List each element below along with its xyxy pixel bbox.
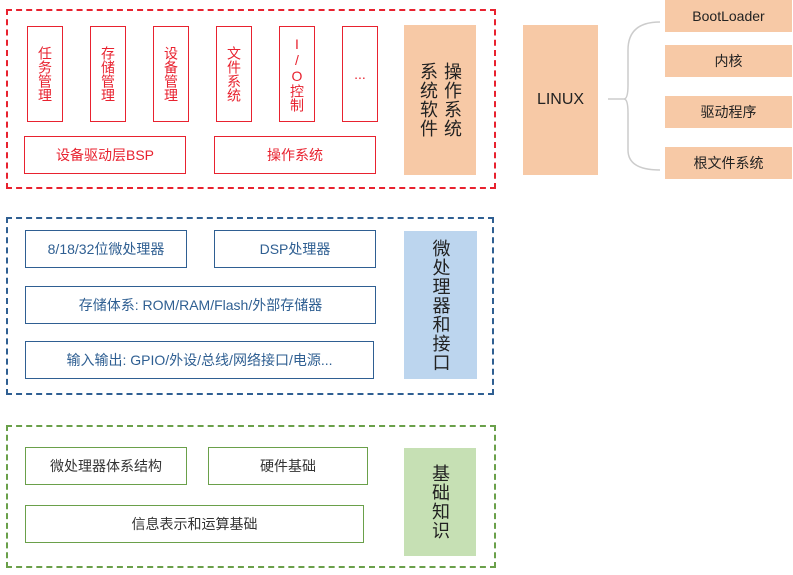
storage-system-box: 存储体系: ROM/RAM/Flash/外部存储器	[25, 286, 376, 324]
linux-brace	[608, 21, 661, 171]
module-task-management: 任务管理	[27, 26, 63, 122]
module-file-system: 文件系统	[216, 26, 252, 122]
microprocessor-architecture-box: 微处理器体系结构	[25, 447, 187, 485]
bsp-layer-box: 设备驱动层BSP	[24, 136, 186, 174]
info-representation-box: 信息表示和运算基础	[25, 505, 364, 543]
operating-system-box: 操作系统	[214, 136, 376, 174]
linux-item-rootfs: 根文件系统	[665, 147, 792, 179]
module-more: ...	[342, 26, 378, 122]
linux-item-bootloader: BootLoader	[665, 0, 792, 32]
microprocessor-group	[6, 217, 494, 395]
module-io-control: I/O控制	[279, 26, 315, 122]
linux-item-kernel: 内核	[665, 45, 792, 77]
io-box: 输入输出: GPIO/外设/总线/网络接口/电源...	[25, 341, 374, 379]
cpu-box: 8/18/32位微处理器	[25, 230, 187, 268]
system-software-panel: 系统软件 操作系统	[404, 25, 476, 175]
os-group	[6, 9, 496, 189]
module-storage-management: 存储管理	[90, 26, 126, 122]
linux-item-drivers: 驱动程序	[665, 96, 792, 128]
module-device-management: 设备管理	[153, 26, 189, 122]
microprocessor-panel: 微处理器和接口	[404, 231, 477, 379]
basic-knowledge-group	[6, 425, 496, 568]
hardware-basics-box: 硬件基础	[208, 447, 368, 485]
dsp-box: DSP处理器	[214, 230, 376, 268]
linux-box: LINUX	[523, 25, 598, 175]
basic-knowledge-panel: 基础知识	[404, 448, 476, 556]
